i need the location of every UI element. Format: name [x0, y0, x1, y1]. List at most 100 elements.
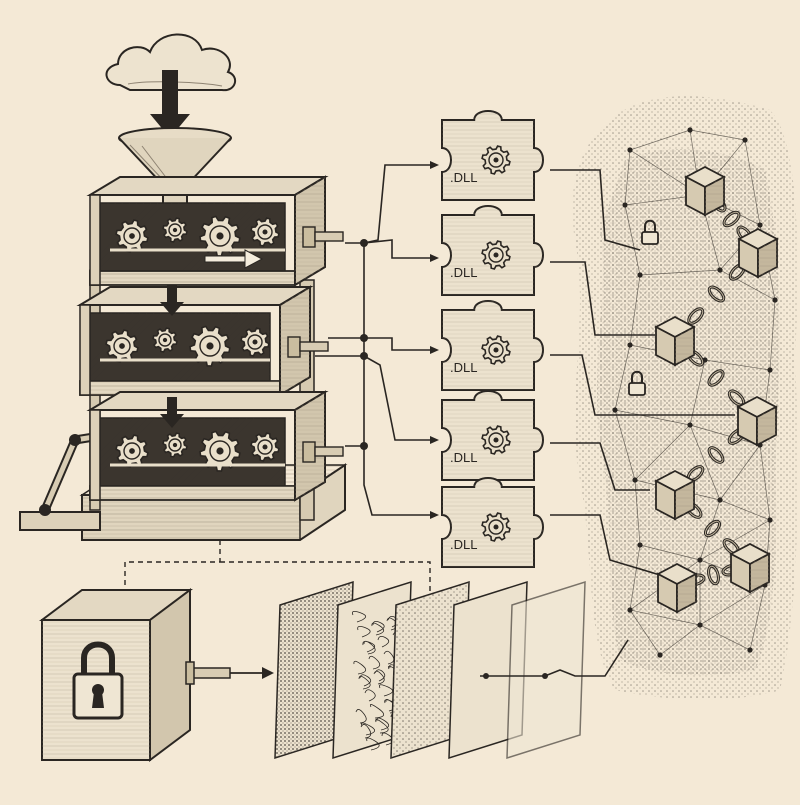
network-edge: [634, 479, 641, 546]
gear-icon: [481, 335, 511, 365]
connector-line: [328, 337, 430, 351]
network-edge: [689, 359, 706, 426]
locked-box: [39, 588, 274, 762]
network-edge: [759, 444, 771, 521]
network-edge: [639, 544, 701, 561]
cube-icon: [737, 227, 779, 279]
gear-icon: [481, 145, 511, 175]
module-network-link: [550, 442, 650, 491]
network-edge: [634, 424, 691, 481]
network-edge: [659, 624, 701, 656]
connector-line: [363, 355, 430, 441]
block-chain: [628, 165, 779, 614]
network-edge: [639, 269, 721, 276]
dll-label: .DLL: [450, 450, 477, 465]
arrow-head: [430, 254, 439, 262]
network-edge: [689, 424, 721, 501]
obfuscation-layers: [274, 580, 586, 760]
network-edge: [629, 609, 701, 626]
network-edge: [614, 344, 631, 411]
padlock-icon: [628, 370, 646, 396]
dll-puzzle-piece: .DLL: [441, 300, 544, 391]
machine-level: [76, 285, 329, 397]
arrow-head: [430, 346, 439, 354]
network-edge: [624, 149, 631, 206]
funnel-icon: [118, 127, 232, 211]
network-edge: [629, 274, 641, 346]
right-arrow-icon: [204, 249, 264, 269]
axle: [314, 446, 344, 457]
network-node: [627, 607, 633, 613]
junction-dot: [360, 334, 368, 342]
network-edge: [719, 444, 761, 501]
gear-icon: [189, 325, 231, 367]
network-edge: [629, 544, 641, 611]
network-edge: [629, 609, 661, 656]
network-node: [767, 517, 773, 523]
dll-puzzle-piece: .DLL: [441, 390, 544, 481]
down-arrow-icon: [160, 397, 184, 428]
obfuscation-layer: [506, 580, 586, 760]
connector-line: [363, 239, 430, 259]
network-edge: [769, 299, 776, 371]
gear-icon: [240, 327, 270, 357]
gear-icon: [115, 219, 149, 253]
dll-label: .DLL: [450, 537, 477, 552]
axle: [299, 341, 329, 352]
gear-icon: [199, 215, 241, 257]
cube-icon: [656, 562, 698, 614]
padlock-icon: [641, 219, 659, 245]
cloud-icon: [105, 33, 237, 92]
network-node: [632, 477, 638, 483]
gear-icon: [115, 434, 149, 468]
blockchain-network: [572, 96, 798, 700]
network-node: [637, 542, 643, 548]
module-connectors: [315, 161, 735, 576]
network-node: [687, 127, 693, 133]
padlock-icon: [72, 641, 124, 720]
connector-line: [345, 164, 430, 244]
network-node: [687, 422, 693, 428]
gear-icon: [481, 512, 511, 542]
cube-icon: [654, 315, 696, 367]
dll-modules: .DLL .DLL .DLL .DLL .DLL: [441, 110, 544, 568]
network-node: [622, 202, 628, 208]
dll-puzzle-piece: .DLL: [441, 205, 544, 296]
network-node: [637, 272, 643, 278]
network-edge: [699, 519, 771, 561]
network-node: [697, 557, 703, 563]
arrow-head: [430, 161, 439, 169]
machine-level: [86, 175, 344, 287]
network-node: [657, 652, 663, 658]
module-network-link: [550, 261, 655, 336]
machine-level: [86, 390, 344, 502]
cube-icon: [729, 542, 771, 594]
gear-icon: [152, 327, 178, 353]
module-network-link: [550, 514, 661, 576]
dll-label: .DLL: [450, 265, 477, 280]
network-edge: [704, 359, 771, 371]
network-edge: [719, 499, 771, 521]
network-edge: [624, 204, 641, 276]
cube-icon: [654, 469, 696, 521]
network-edge: [749, 584, 766, 651]
down-arrow-icon: [150, 70, 190, 138]
dll-puzzle-piece: .DLL: [441, 477, 544, 568]
dll-label: .DLL: [450, 170, 477, 185]
gear-icon: [162, 432, 188, 458]
network-edge: [614, 409, 636, 481]
module-network-link: [550, 169, 641, 251]
connector-line: [345, 445, 430, 516]
network-edge: [744, 139, 761, 226]
processing-machine: [19, 175, 348, 541]
network-edge: [629, 129, 691, 151]
junction-dot: [360, 352, 368, 360]
network-edge: [699, 624, 751, 651]
junction-dot: [360, 239, 368, 247]
gear-icon: [250, 217, 280, 247]
network-node: [767, 367, 773, 373]
cube-icon: [684, 165, 726, 217]
network-node: [772, 297, 778, 303]
network-node: [697, 622, 703, 628]
